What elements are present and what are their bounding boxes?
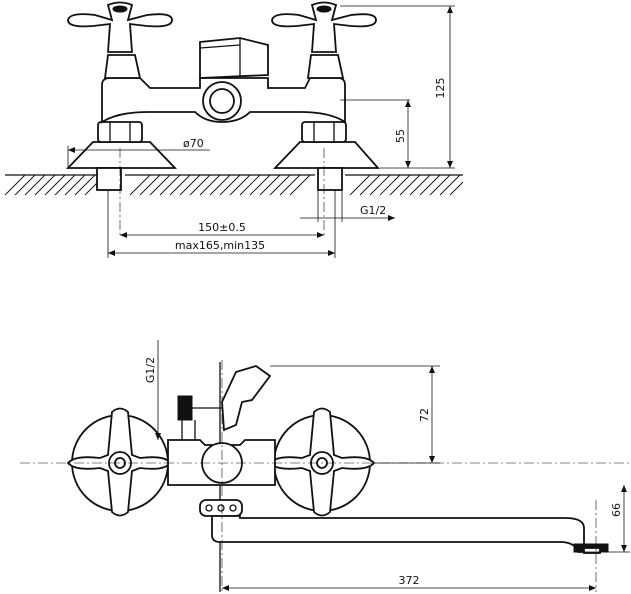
right-handle-top <box>268 407 376 517</box>
dim-70-label: ø70 <box>183 137 204 150</box>
dim-top-g12-label: G1/2 <box>144 357 157 383</box>
dim-125-label: 125 <box>434 78 447 99</box>
dim-165-label: max165,min135 <box>175 239 265 252</box>
wall-hatching <box>4 174 464 196</box>
right-flange <box>272 141 380 169</box>
dim-g12-label: G1/2 <box>360 204 386 217</box>
right-nut <box>301 121 347 143</box>
left-valve-column <box>103 54 142 79</box>
right-inlet-pipe <box>317 167 343 191</box>
left-flange <box>65 141 178 169</box>
right-valve-column <box>306 54 345 79</box>
left-inlet-pipe <box>96 167 122 191</box>
diverter-lever <box>221 365 272 432</box>
central-outlet-inner <box>209 88 235 114</box>
dim-150-label: 150±0.5 <box>198 221 246 234</box>
front-view: 125 55 ø70 G1/2 150±0.5 max165,min135 <box>4 1 464 258</box>
left-nut <box>97 121 143 143</box>
dim-372-label: 372 <box>399 574 420 587</box>
dim-72-label: 72 <box>418 408 431 422</box>
inlet-thread <box>177 395 193 421</box>
top-view: G1/2 72 66 372 <box>20 340 630 592</box>
spout <box>211 515 585 553</box>
dim-55-label: 55 <box>394 129 407 143</box>
left-handle-top <box>66 407 172 517</box>
right-cross-handle <box>271 1 377 53</box>
dim-66-label: 66 <box>610 503 623 517</box>
diverter-housing <box>199 37 269 79</box>
left-cross-handle <box>67 1 173 53</box>
